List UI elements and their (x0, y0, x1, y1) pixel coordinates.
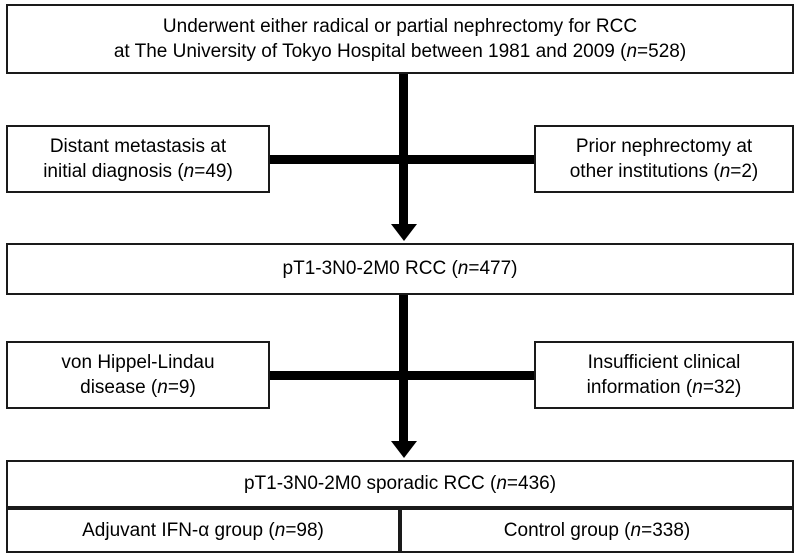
n-italic: n (692, 377, 703, 398)
n-italic: n (630, 519, 642, 541)
arrowhead-down-to-pt13 (391, 224, 417, 241)
node-pt1-3n0-2m0-rcc: pT1-3N0-2M0 RCC (n=477) (6, 243, 794, 295)
n-italic: n (496, 473, 507, 495)
node-pt1-3n0-2m0-sporadic-rcc: pT1-3N0-2M0 sporadic RCC (n=436) (6, 460, 794, 508)
node-adjuvant-ifn-alpha-group-text: Adjuvant IFN-α group (n=98) (82, 519, 324, 541)
node-control-group: Control group (n=338) (400, 508, 794, 553)
node-adjuvant-ifn-alpha-group: Adjuvant IFN-α group (n=98) (6, 508, 400, 553)
n-italic: n (274, 519, 286, 541)
node-pt1-3n0-2m0-sporadic-rcc-text: pT1-3N0-2M0 sporadic RCC (n=436) (243, 473, 557, 495)
n-italic: n (719, 161, 731, 182)
node-pt1-3n0-2m0-rcc-text: pT1-3N0-2M0 RCC (n=477) (282, 258, 518, 280)
node-enrolled-cohort-text: Underwent either radical or partial neph… (113, 15, 687, 62)
connector-horizontal-exclusion-2 (269, 371, 535, 380)
connector-vertical-enrolled-to-pt13 (399, 74, 408, 224)
arrowhead-down-to-sporadic (391, 441, 417, 458)
node-enrolled-cohort: Underwent either radical or partial neph… (6, 4, 794, 74)
n-italic: n (183, 161, 195, 182)
connector-vertical-pt13-to-sporadic (399, 295, 408, 441)
node-control-group-text: Control group (n=338) (503, 519, 691, 541)
n-italic: n (626, 41, 638, 62)
n-italic: n (157, 377, 168, 398)
connector-horizontal-exclusion-1 (269, 155, 535, 164)
n-italic: n (457, 258, 469, 280)
